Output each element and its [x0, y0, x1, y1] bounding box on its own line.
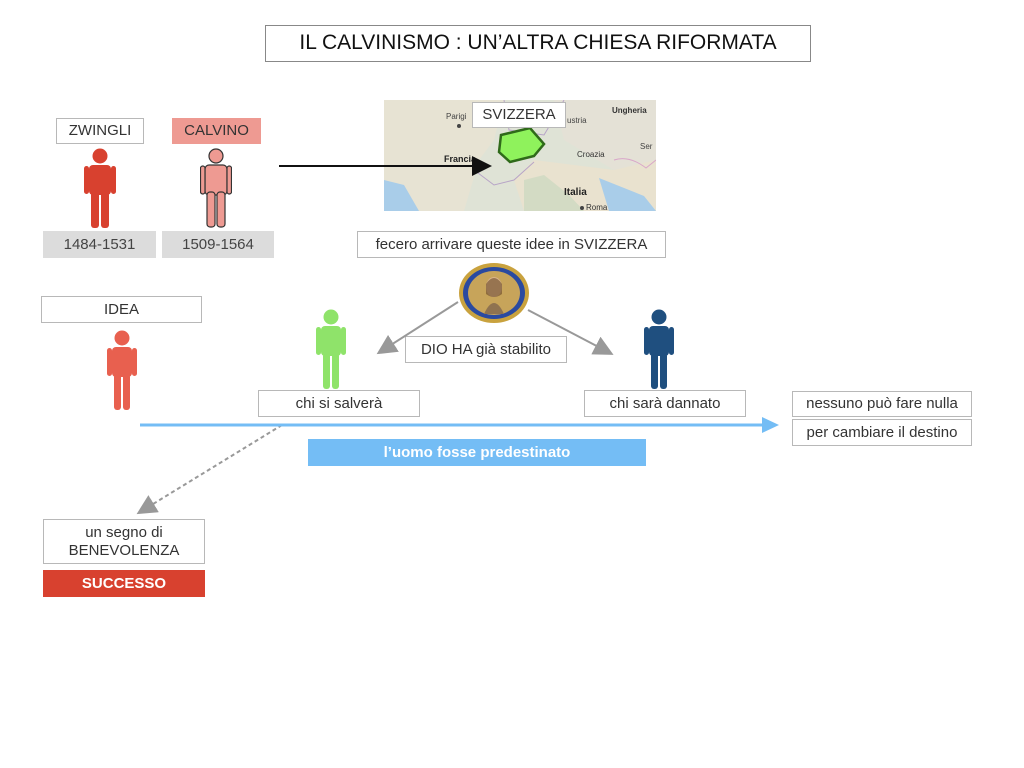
map-place-francia: Francia — [444, 154, 477, 164]
map-of-switzerland: Parigi Francia ustria Ungheria Ser Croaz… — [384, 100, 656, 211]
map-place-austria: ustria — [567, 116, 587, 125]
outcome-line-2: per cambiare il destino — [792, 419, 972, 446]
success-label: SUCCESSO — [43, 570, 205, 597]
map-place-parigi: Parigi — [446, 112, 467, 121]
saved-to-sign-arrow — [136, 424, 283, 515]
svizzera-label: SVIZZERA — [472, 102, 566, 128]
god-to-saved-arrow — [376, 301, 459, 355]
map-place-ungheria: Ungheria — [612, 106, 647, 115]
zwingli-label: ZWINGLI — [56, 118, 144, 144]
god-to-damned-arrow — [527, 309, 614, 355]
predestination-label: l’uomo fosse predestinato — [308, 439, 646, 466]
idea-timeline-arrowhead — [762, 417, 779, 433]
damned-label: chi sarà dannato — [584, 390, 746, 417]
idea-label: IDEA — [41, 296, 202, 323]
map-place-roma: Roma — [586, 203, 608, 211]
spread-caption: fecero arrivare queste idee in SVIZZERA — [357, 231, 666, 258]
map-place-croazia: Croazia — [577, 150, 605, 159]
god-caption: DIO HA già stabilito — [405, 336, 567, 363]
damned-figure-icon — [644, 309, 674, 389]
benevolence-sign-label: un segno di BENEVOLENZA — [43, 519, 205, 564]
map-place-italia: Italia — [564, 187, 587, 198]
outcome-line-1: nessuno può fare nulla — [792, 391, 972, 417]
calvino-dates: 1509-1564 — [162, 231, 274, 258]
saved-label: chi si salverà — [258, 390, 420, 417]
page-title: IL CALVINISMO : UN’ALTRA CHIESA RIFORMAT… — [265, 25, 811, 62]
map-place-ser: Ser — [640, 142, 653, 151]
christ-medallion-icon — [459, 263, 529, 323]
calvino-label: CALVINO — [172, 118, 261, 144]
idea-figure-icon — [107, 330, 137, 410]
calvino-figure-icon — [200, 148, 232, 228]
zwingli-figure-icon — [84, 148, 116, 228]
saved-figure-icon — [316, 309, 346, 389]
zwingli-dates: 1484-1531 — [43, 231, 156, 258]
